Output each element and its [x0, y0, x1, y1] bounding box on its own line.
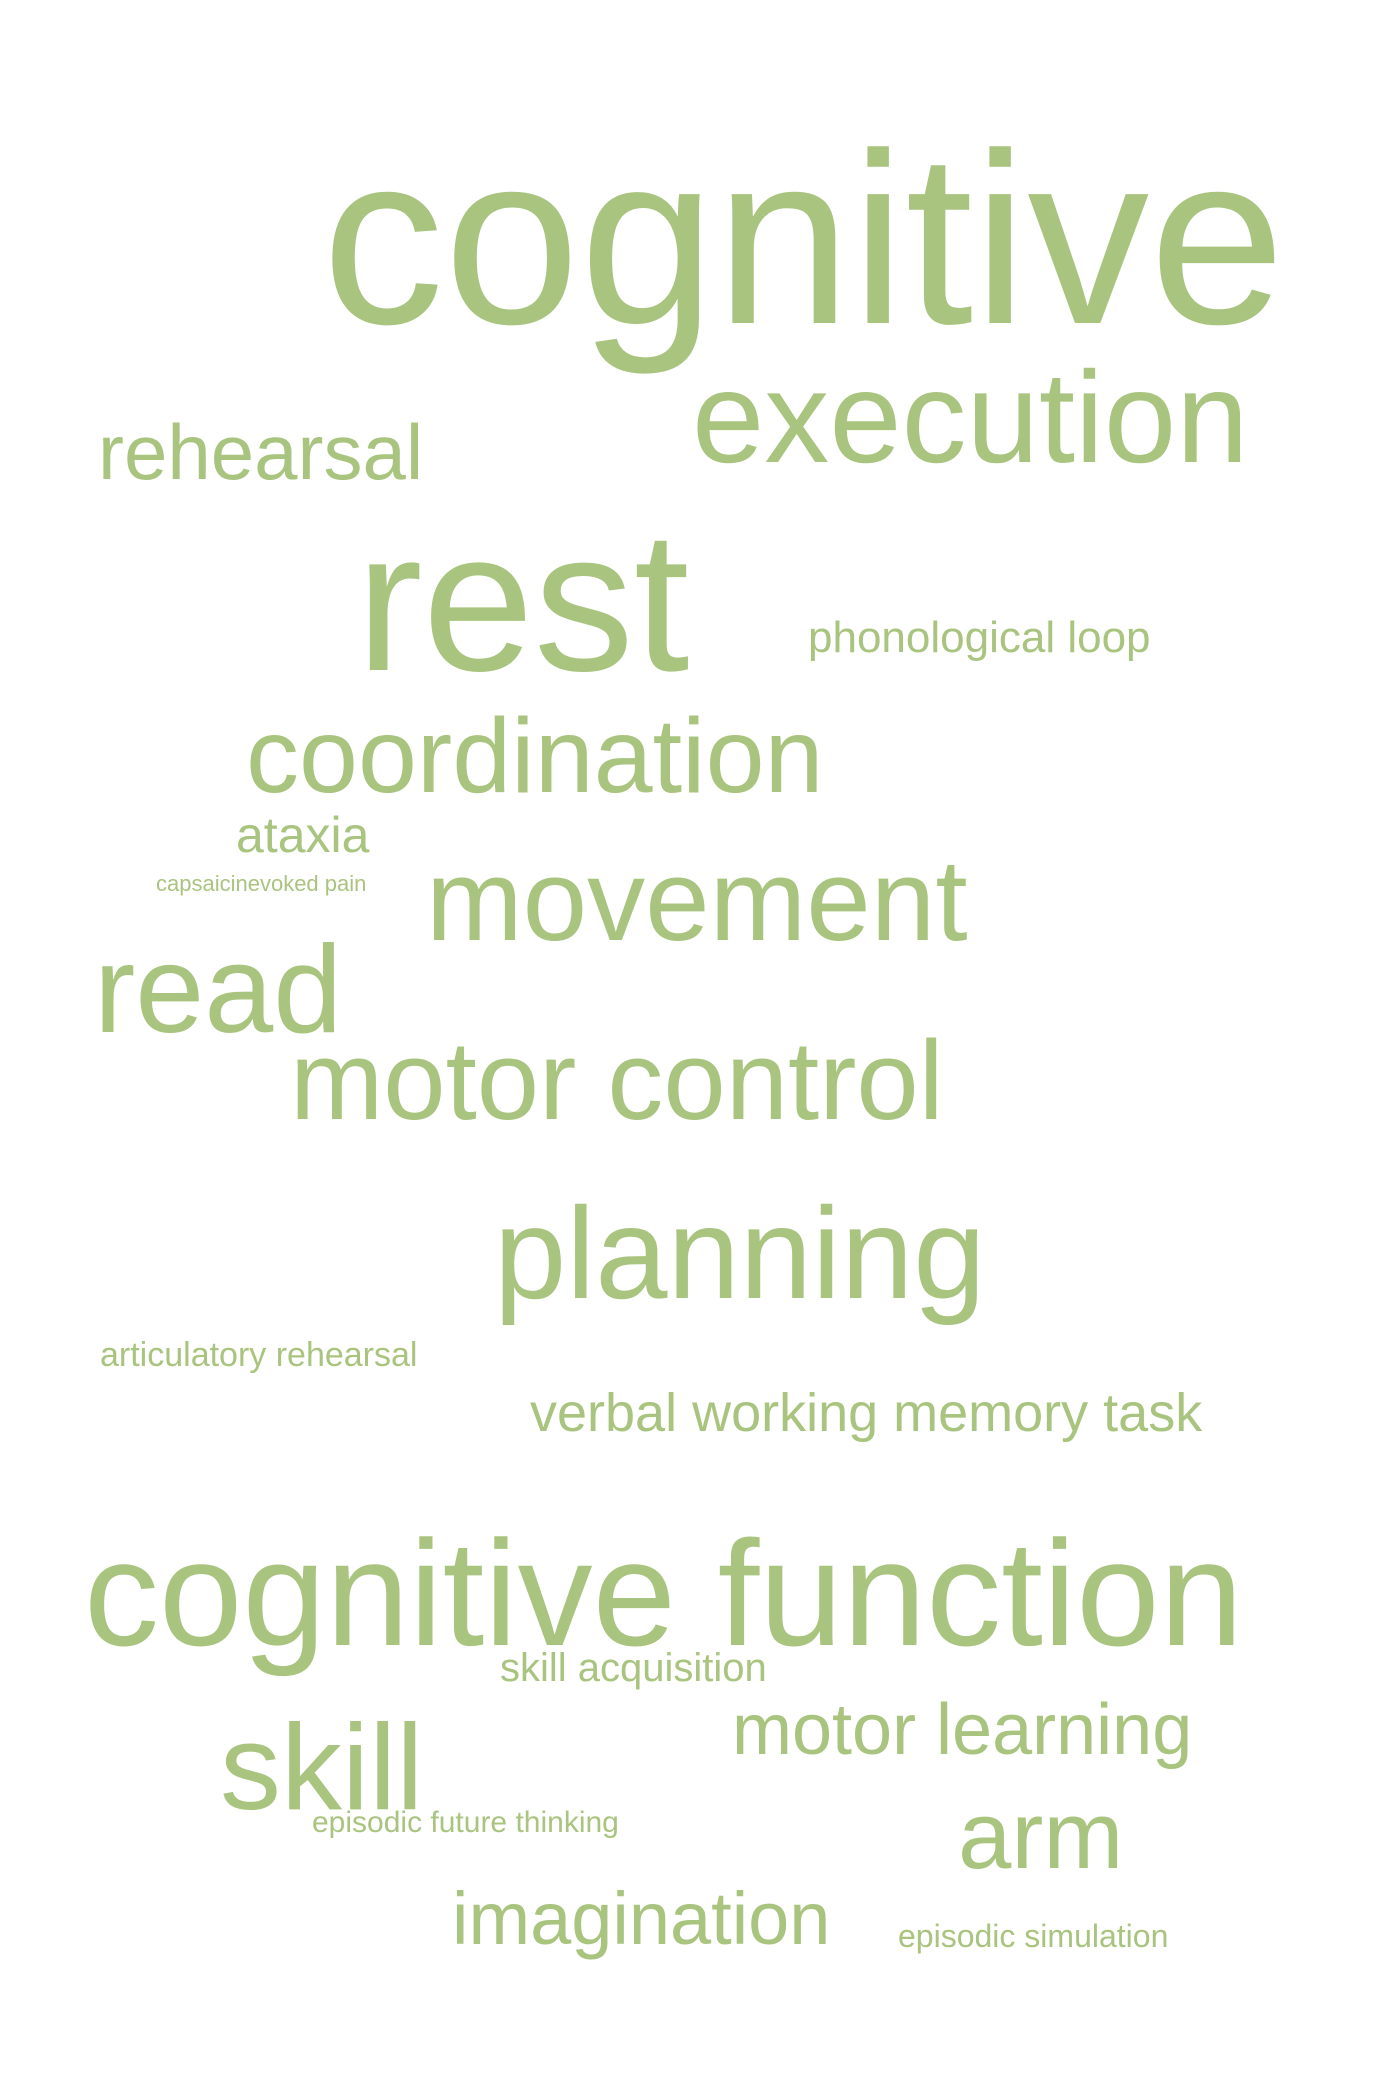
word-skill: skill — [220, 1699, 424, 1835]
word-ataxia: ataxia — [236, 807, 370, 863]
word-episodic-simulation: episodic simulation — [898, 1918, 1169, 1954]
word-motor-learning: motor learning — [732, 1690, 1193, 1770]
word-cognitive: cognitive — [322, 102, 1286, 375]
word-arm: arm — [958, 1782, 1124, 1889]
word-episodic-future-thinking: episodic future thinking — [312, 1806, 619, 1839]
word-verbal-working-memory-task: verbal working memory task — [530, 1383, 1203, 1443]
word-articulatory-rehearsal: articulatory rehearsal — [100, 1336, 418, 1374]
word-capsaicinevoked-pain: capsaicinevoked pain — [156, 871, 367, 896]
word-motor-control: motor control — [290, 1018, 944, 1143]
word-rehearsal: rehearsal — [98, 408, 424, 496]
word-execution: execution — [692, 344, 1249, 490]
word-rest: rest — [356, 490, 690, 713]
word-planning: planning — [494, 1180, 986, 1326]
word-imagination: imagination — [452, 1877, 831, 1960]
word-phonological-loop: phonological loop — [808, 613, 1151, 662]
word-cognitive-function: cognitive function — [84, 1509, 1244, 1677]
word-movement: movement — [426, 835, 968, 965]
word-read: read — [94, 921, 343, 1059]
word-coordination: coordination — [246, 697, 824, 815]
word-skill-acquisition: skill acquisition — [500, 1646, 767, 1690]
